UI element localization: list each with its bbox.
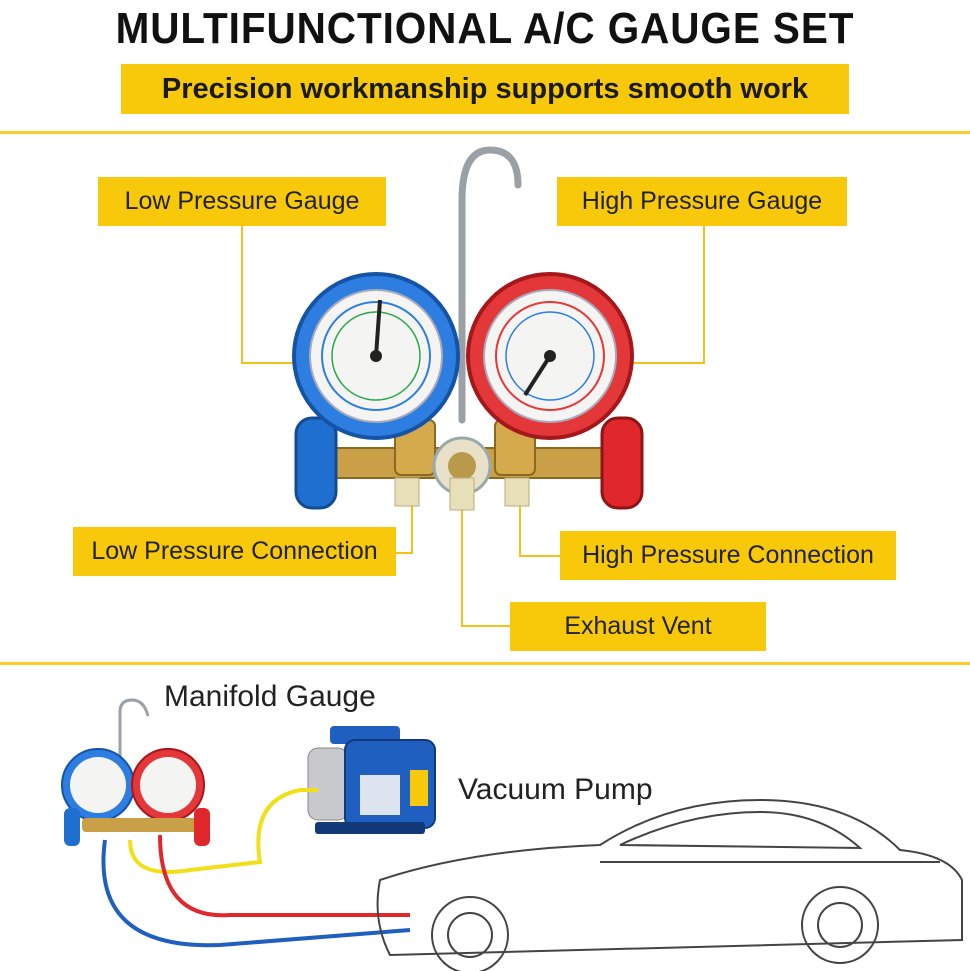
subtitle-text: Precision workmanship supports smooth wo… — [161, 72, 809, 105]
car-outline — [376, 798, 963, 971]
vacuum-pump — [307, 726, 436, 834]
low-pressure-connection-label: Low Pressure Connection — [73, 527, 396, 576]
red-hose — [158, 834, 410, 918]
low-side-knob — [294, 416, 338, 510]
high-side-knob — [600, 416, 644, 510]
low-pressure-gauge — [292, 272, 460, 440]
exhaust-vent-label: Exhaust Vent — [510, 602, 766, 651]
vacuum-pump-label: Vacuum Pump — [458, 773, 653, 806]
high-pressure-gauge-label: High Pressure Gauge — [557, 177, 847, 226]
divider-top — [0, 131, 970, 134]
divider-bottom — [0, 662, 970, 665]
high-pressure-gauge — [466, 272, 634, 440]
blue-hose — [101, 839, 411, 948]
yellow-hose — [128, 788, 318, 874]
subtitle-banner: Precision workmanship supports smooth wo… — [121, 64, 849, 114]
low-pressure-gauge-label: Low Pressure Gauge — [98, 177, 386, 226]
hang-hook — [458, 146, 522, 424]
leader-lines — [241, 226, 705, 627]
manifold-gauge-label: Manifold Gauge — [164, 680, 376, 713]
page-title: MULTIFUNCTIONAL A/C GAUGE SET — [115, 4, 855, 53]
high-pressure-connection-label: High Pressure Connection — [560, 531, 896, 580]
